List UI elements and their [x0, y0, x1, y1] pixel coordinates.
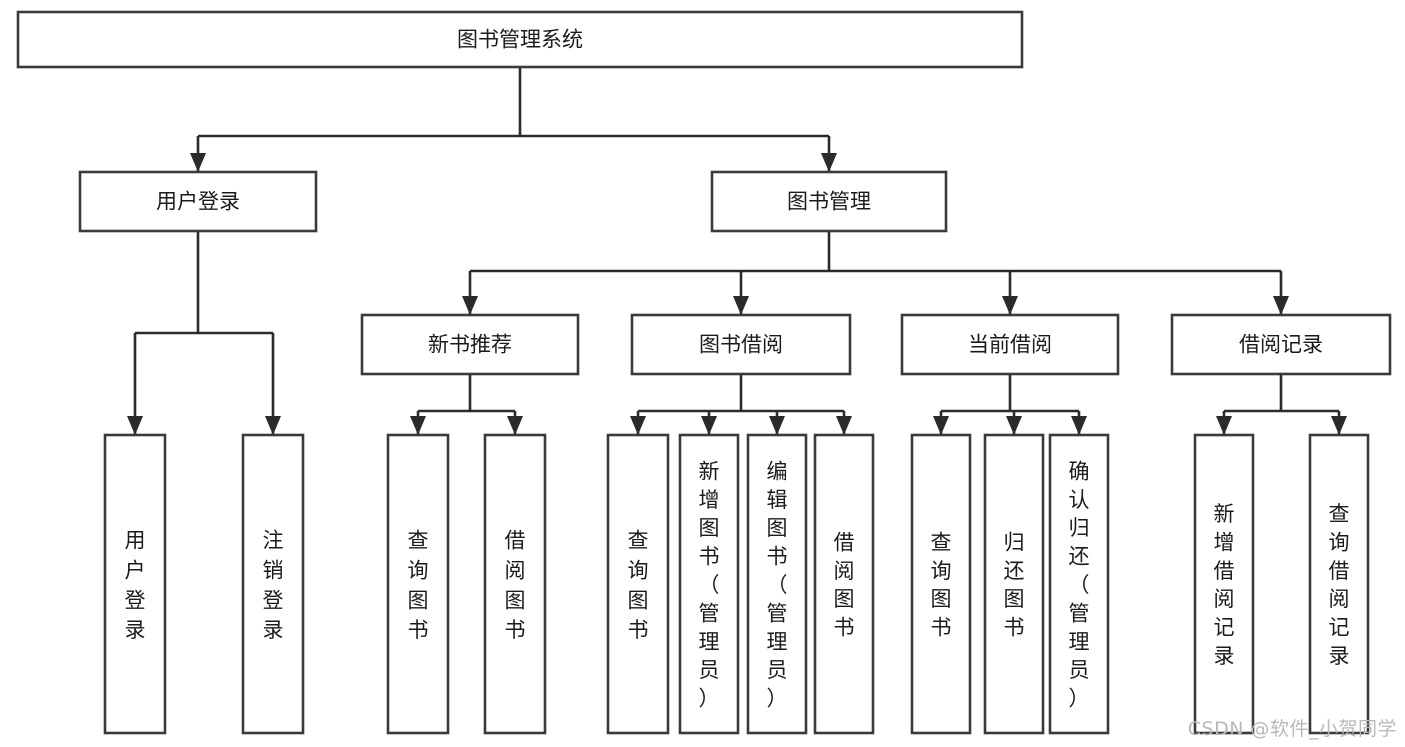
- node-label-leaf-query-book-1: 查询图书: [408, 529, 429, 642]
- node-box-leaf-edit-book: [746, 433, 808, 735]
- box-layer: 图书管理系统用户登录图书管理新书推荐图书借阅当前借阅借阅记录用户登录注销登录查询…: [16, 10, 1392, 735]
- node-label-borrow-record: 借阅记录: [1239, 333, 1323, 357]
- node-leaf-confirm-return[interactable]: 确认归还（管理员）: [1048, 433, 1110, 735]
- node-book-borrow[interactable]: 图书借阅: [630, 313, 852, 376]
- node-box-leaf-return-book: [983, 433, 1045, 735]
- arrow-head-icon-user-login: [190, 153, 206, 172]
- node-current-borrow[interactable]: 当前借阅: [900, 313, 1120, 376]
- node-label-leaf-add-record: 新增借阅记录: [1214, 502, 1235, 668]
- node-label-leaf-borrow-book-1: 借阅图书: [505, 529, 526, 642]
- node-box-leaf-borrow-book-1: [483, 433, 547, 735]
- node-leaf-logout[interactable]: 注销登录: [241, 433, 305, 735]
- arrow-head-icon-leaf-borrow-book-2: [836, 416, 852, 435]
- node-user-login[interactable]: 用户登录: [78, 170, 318, 233]
- watermark-text: CSDN @软件_小贺同学: [1187, 718, 1397, 740]
- arrow-head-icon-leaf-confirm-return: [1071, 416, 1087, 435]
- node-box-leaf-user-login: [103, 433, 167, 735]
- node-leaf-borrow-book-1[interactable]: 借阅图书: [483, 433, 547, 735]
- node-box-leaf-confirm-return: [1048, 433, 1110, 735]
- arrow-head-icon-leaf-user-login: [127, 416, 143, 435]
- node-leaf-edit-book[interactable]: 编辑图书（管理员）: [746, 433, 808, 735]
- arrow-head-icon-current-borrow: [1002, 296, 1018, 315]
- node-leaf-query-book-2[interactable]: 查询图书: [606, 433, 670, 735]
- node-label-user-login: 用户登录: [156, 190, 240, 214]
- node-box-user-login: [78, 170, 318, 233]
- node-label-leaf-borrow-book-2: 借阅图书: [834, 530, 855, 639]
- node-borrow-record[interactable]: 借阅记录: [1170, 313, 1392, 376]
- node-box-leaf-query-record: [1308, 433, 1370, 735]
- node-label-leaf-user-login: 用户登录: [125, 529, 146, 642]
- node-box-book-manage: [710, 170, 948, 233]
- node-label-leaf-query-record: 查询借阅记录: [1329, 502, 1350, 668]
- arrow-head-icon-book-manage: [821, 153, 837, 172]
- node-box-leaf-add-book: [678, 433, 740, 735]
- arrow-head-icon-borrow-record: [1273, 296, 1289, 315]
- arrow-head-icon-leaf-query-book-3: [933, 416, 949, 435]
- node-label-leaf-add-book: 新增图书（管理员）: [699, 459, 720, 710]
- node-box-current-borrow: [900, 313, 1120, 376]
- arrow-head-icon-leaf-query-book-1: [410, 416, 426, 435]
- node-box-leaf-borrow-book-2: [813, 433, 875, 735]
- node-box-leaf-logout: [241, 433, 305, 735]
- node-leaf-add-record[interactable]: 新增借阅记录: [1193, 433, 1255, 735]
- connector-layer: [127, 67, 1347, 435]
- node-label-leaf-query-book-2: 查询图书: [628, 529, 649, 642]
- node-label-root: 图书管理系统: [457, 28, 583, 52]
- node-box-leaf-query-book-1: [386, 433, 450, 735]
- node-label-leaf-logout: 注销登录: [263, 529, 284, 642]
- arrow-head-icon-leaf-add-book: [701, 416, 717, 435]
- arrow-head-icon-leaf-logout: [265, 416, 281, 435]
- node-leaf-query-record[interactable]: 查询借阅记录: [1308, 433, 1370, 735]
- node-root[interactable]: 图书管理系统: [16, 10, 1024, 69]
- node-label-leaf-query-book-3: 查询图书: [931, 530, 952, 639]
- node-leaf-user-login[interactable]: 用户登录: [103, 433, 167, 735]
- node-box-new-book-recommend: [360, 313, 580, 376]
- node-box-leaf-add-record: [1193, 433, 1255, 735]
- node-new-book-recommend[interactable]: 新书推荐: [360, 313, 580, 376]
- node-box-book-borrow: [630, 313, 852, 376]
- node-box-root: [16, 10, 1024, 69]
- arrow-head-icon-leaf-return-book: [1006, 416, 1022, 435]
- node-label-book-borrow: 图书借阅: [699, 333, 783, 357]
- node-label-leaf-return-book: 归还图书: [1004, 530, 1025, 639]
- node-book-manage[interactable]: 图书管理: [710, 170, 948, 233]
- arrow-head-icon-leaf-edit-book: [769, 416, 785, 435]
- arrow-head-icon-leaf-query-book-2: [630, 416, 646, 435]
- node-leaf-return-book[interactable]: 归还图书: [983, 433, 1045, 735]
- node-label-new-book-recommend: 新书推荐: [428, 333, 512, 357]
- arrow-head-icon-leaf-add-record: [1216, 416, 1232, 435]
- node-leaf-query-book-3[interactable]: 查询图书: [910, 433, 972, 735]
- node-box-leaf-query-book-3: [910, 433, 972, 735]
- arrow-head-icon-book-borrow: [733, 296, 749, 315]
- node-box-borrow-record: [1170, 313, 1392, 376]
- node-label-leaf-confirm-return: 确认归还（管理员）: [1069, 459, 1090, 710]
- arrow-head-icon-leaf-borrow-book-1: [507, 416, 523, 435]
- node-box-leaf-query-book-2: [606, 433, 670, 735]
- node-leaf-borrow-book-2[interactable]: 借阅图书: [813, 433, 875, 735]
- arrow-head-icon-leaf-query-record: [1331, 416, 1347, 435]
- arrow-head-icon-new-book-recommend: [462, 296, 478, 315]
- node-leaf-add-book[interactable]: 新增图书（管理员）: [678, 433, 740, 735]
- node-label-leaf-edit-book: 编辑图书（管理员）: [767, 459, 788, 710]
- node-leaf-query-book-1[interactable]: 查询图书: [386, 433, 450, 735]
- node-label-book-manage: 图书管理: [787, 190, 871, 214]
- node-label-current-borrow: 当前借阅: [968, 333, 1052, 357]
